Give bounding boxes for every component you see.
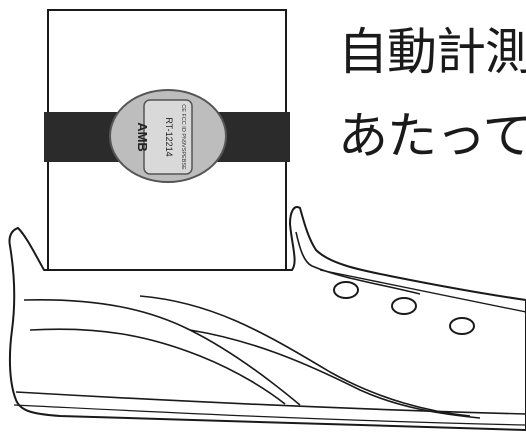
transponder-code: RT-12214 bbox=[164, 117, 174, 156]
transponder: AMB RT-12214 CE FCC ID PN9VSPEBSE bbox=[109, 89, 227, 183]
eyelet-2 bbox=[391, 297, 417, 315]
eyelet-3 bbox=[449, 317, 475, 335]
side-stripe-2 bbox=[29, 328, 286, 405]
caption-line-1: 自動計測 bbox=[338, 23, 526, 81]
side-stripe-1 bbox=[23, 298, 301, 406]
transponder-cert: CE FCC ID PN9VSPEBSE bbox=[180, 104, 186, 170]
lace-edge bbox=[319, 269, 526, 313]
transponder-brand: AMB bbox=[135, 122, 150, 152]
transponder-plate bbox=[143, 99, 193, 175]
sole-line-bottom bbox=[13, 404, 526, 426]
caption-line-2: あたって bbox=[338, 107, 526, 165]
side-stripe-3 bbox=[139, 295, 471, 417]
eyelet-1 bbox=[333, 281, 359, 299]
side-stripe-4 bbox=[189, 329, 481, 419]
heel-tab-line bbox=[295, 231, 421, 295]
